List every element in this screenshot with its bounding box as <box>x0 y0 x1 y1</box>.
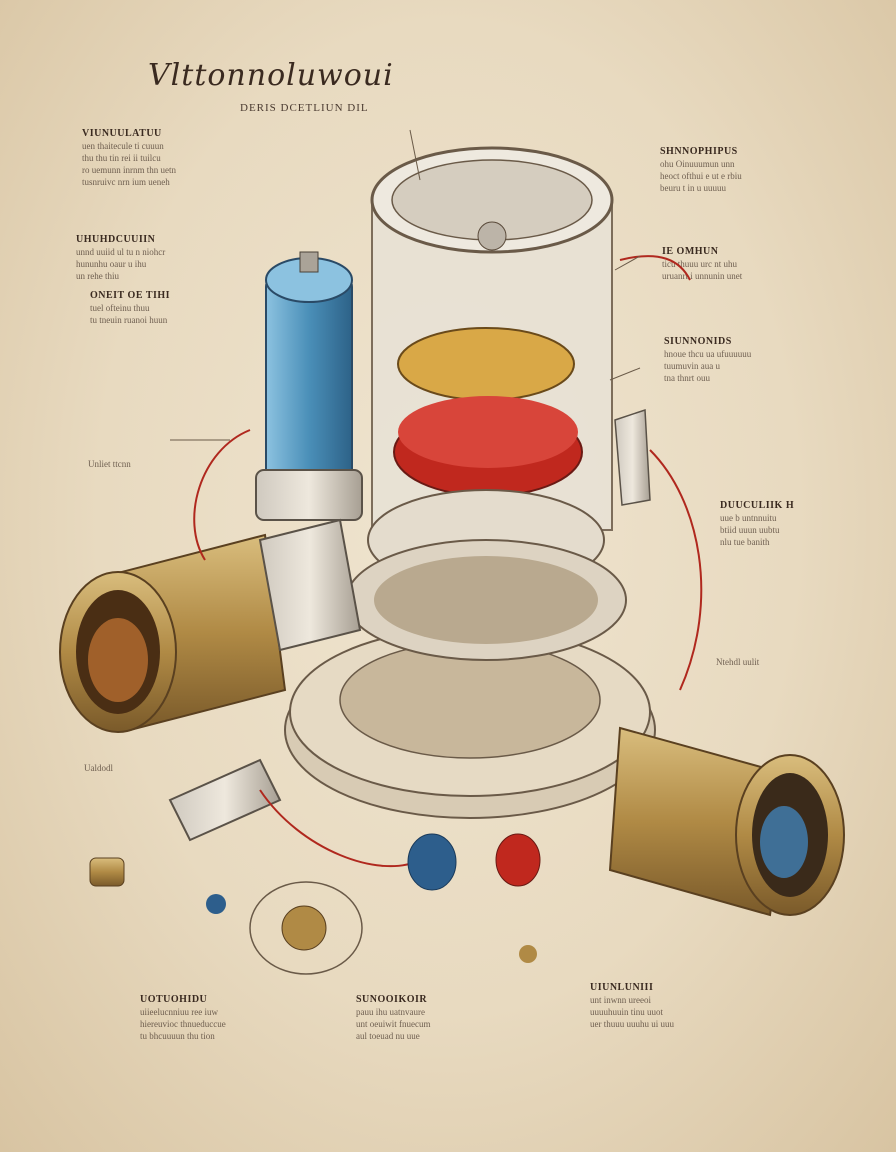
annotation-line: tu bhcuuuun thu tion <box>140 1031 215 1041</box>
annotation-heading: DUUCULIIK H <box>720 500 795 511</box>
annotation-heading: UOTUOHIDU <box>140 994 208 1005</box>
side-note-right: Ntehdl uulit <box>716 656 816 668</box>
right-brass-cylinder <box>608 726 845 917</box>
side-note: Ntehdl uulit <box>716 657 760 667</box>
annotation-line: uue b untnnuitu <box>720 513 777 523</box>
annotation-line: tuel ofteinu thuu <box>90 303 150 313</box>
annotation-line: tuumuvin aua u <box>664 361 720 371</box>
annotation-line: aul toeuad nu uue <box>356 1031 420 1041</box>
annotation-left-2: ONEIT OE TIHI tuel ofteinu thuu tu tneui… <box>90 290 250 326</box>
annotation-line: tusnruivc nrn ium ueneh <box>82 177 170 187</box>
annotation-line: un rehe thiu <box>76 271 119 281</box>
side-note-left-lower: Ualdodl <box>84 762 144 774</box>
annotation-line: uen thaitecule ti cuuun <box>82 141 164 151</box>
annotation-line: hiereuvioc thnueduccue <box>140 1019 226 1029</box>
annotation-heading: UHUHDCUUIIN <box>76 234 156 245</box>
annotation-heading: SHNNOPHIPUS <box>660 146 738 157</box>
annotation-right-2: SIUNNONIDS hnoue thcu ua ufuuuuuu tuumuv… <box>664 336 834 384</box>
annotation-line: hununhu oaur u ihu <box>76 259 147 269</box>
annotation-heading: VIUNUULATUU <box>82 128 162 139</box>
annotation-bottom-2: SUNOOIKOIR pauu ihu uatnvaure unt oeuiwi… <box>356 994 526 1042</box>
annotation-heading: SUNOOIKOIR <box>356 994 428 1005</box>
annotation-line: uiieelucnniuu ree iuw <box>140 1007 218 1017</box>
red-wires <box>193 255 703 868</box>
annotation-line: thu thu tin rei ii tuilcu <box>82 153 161 163</box>
annotation-left-1: UHUHDCUUIIN unnd uuiid ul tu n niohcr hu… <box>76 234 246 282</box>
annotation-line: unt inwnn ureeoi <box>590 995 651 1005</box>
annotation-line: uruanrt i unnunin unet <box>662 271 743 281</box>
annotation-heading: IE OMHUN <box>662 246 719 257</box>
annotation-line: btiid uuun uubtu <box>720 525 780 535</box>
annotation-line: hnoue thcu ua ufuuuuuu <box>664 349 752 359</box>
connector-pipes <box>168 408 651 842</box>
annotation-line: beuru t in u uuuuu <box>660 183 726 193</box>
annotation-line: tna thnrt ouu <box>664 373 710 383</box>
annotation-bottom-3: UIUNLUNIII unt inwnn ureeoi uuuuhuuin ti… <box>590 982 800 1030</box>
bottom-bulbs <box>89 833 541 975</box>
page-subtitle: DERIS DCETLIUN DIL <box>240 102 369 114</box>
central-tower <box>345 146 627 661</box>
blue-glass-tube <box>255 251 363 521</box>
annotation-line: pauu ihu uatnvaure <box>356 1007 425 1017</box>
side-note-left: Unliet ttcnn <box>88 458 178 470</box>
annotation-line: unnd uuiid ul tu n niohcr <box>76 247 166 257</box>
annotation-line: ro uemunn inrnm thn uetn <box>82 165 176 175</box>
annotation-heading: SIUNNONIDS <box>664 336 732 347</box>
annotation-line: uer thuuu uuuhu ui uuu <box>590 1019 674 1029</box>
page-title: Vlttonnoluwoui <box>148 58 394 93</box>
annotation-line: ohu Oinuuumun unn <box>660 159 735 169</box>
annotation-top-left: VIUNUULATUU uen thaitecule ti cuuun thu … <box>82 128 252 188</box>
annotation-heading: UIUNLUNIII <box>590 982 654 993</box>
left-brass-cylinder <box>59 533 287 733</box>
annotation-line: unt oeuiwit fnuecum <box>356 1019 431 1029</box>
annotation-line: nlu tue banith <box>720 537 770 547</box>
side-note: Unliet ttcnn <box>88 459 131 469</box>
annotation-bottom-1: UOTUOHIDU uiieelucnniuu ree iuw hiereuvi… <box>140 994 310 1042</box>
base-platform <box>284 627 656 819</box>
side-note: Ualdodl <box>84 763 113 773</box>
annotation-line: heoct ofthui e ut e rbiu <box>660 171 742 181</box>
annotation-top-right: SHNNOPHIPUS ohu Oinuuumun unn heoct ofth… <box>660 146 830 194</box>
annotation-heading: ONEIT OE TIHI <box>90 290 171 301</box>
annotation-line: ticu thuuu urc nt uhu <box>662 259 737 269</box>
annotation-line: uuuuhuuin tinu uuot <box>590 1007 664 1017</box>
annotation-line: tu tneuin ruanoi huun <box>90 315 168 325</box>
annotation-right-1: IE OMHUN ticu thuuu urc nt uhu uruanrt i… <box>662 246 832 282</box>
leader-lines <box>170 129 641 441</box>
annotation-right-3: DUUCULIIK H uue b untnnuitu btiid uuun u… <box>720 500 840 548</box>
